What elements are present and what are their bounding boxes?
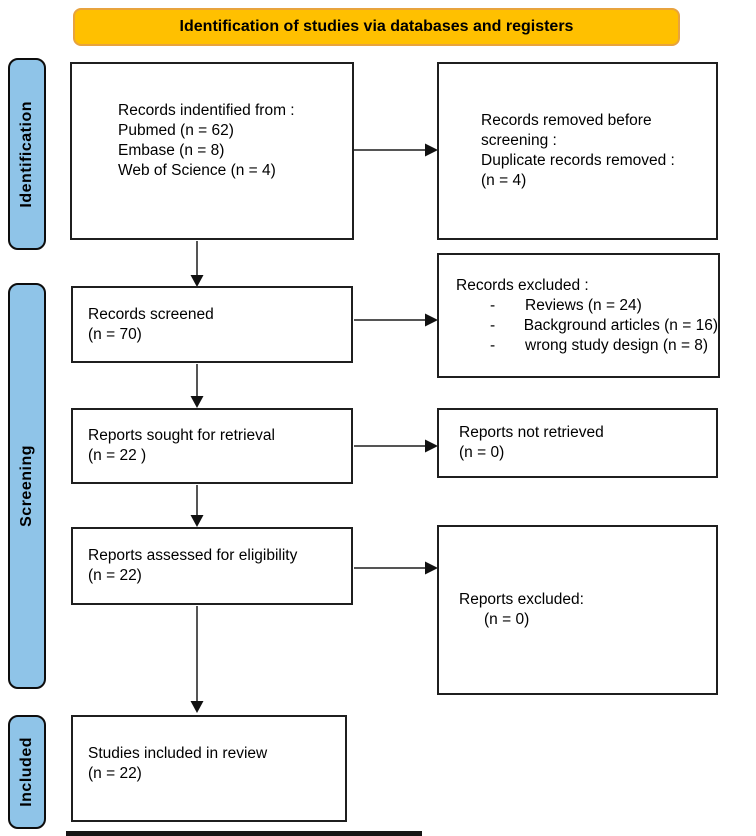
arrow-screened-to-excluded bbox=[354, 313, 438, 327]
arrow-sought-to-assessed bbox=[190, 485, 204, 527]
stage-tab-identification: Identification bbox=[8, 58, 46, 250]
bullet-dash: - bbox=[490, 336, 496, 354]
box-reports-assessed: Reports assessed for eligibility (n = 22… bbox=[71, 527, 353, 605]
box-line: Background articles (n = 16) bbox=[523, 316, 718, 334]
arrow-assessed-to-included bbox=[190, 606, 204, 713]
arrow-assessed-to-reports-excluded bbox=[354, 561, 438, 575]
box-line: screening : bbox=[481, 132, 557, 149]
excluded-item: - wrong study design (n = 8) bbox=[456, 336, 718, 356]
excluded-item: - Background articles (n = 16) bbox=[456, 316, 718, 336]
box-line: (n = 22 ) bbox=[88, 447, 147, 464]
arrow-sought-to-not-retrieved bbox=[354, 439, 438, 453]
box-line: (n = 0) bbox=[459, 444, 505, 461]
box-records-removed: Records removed before screening : Dupli… bbox=[437, 62, 718, 240]
box-line: (n = 22) bbox=[88, 567, 142, 584]
box-records-identified: Records indentified from : Pubmed (n = 6… bbox=[70, 62, 354, 240]
box-line: (n = 70) bbox=[88, 325, 142, 343]
box-reports-excluded: Reports excluded: (n = 0) bbox=[437, 525, 718, 695]
box-line: Records indentified from : bbox=[118, 102, 295, 119]
box-line: Studies included in review bbox=[88, 744, 268, 762]
box-line: Web of Science (n = 4) bbox=[118, 162, 276, 179]
box-line: wrong study design (n = 8) bbox=[525, 336, 709, 354]
arrow-identified-to-removed bbox=[354, 143, 438, 157]
stage-tab-screening: Screening bbox=[8, 283, 46, 689]
arrow-identified-to-screened bbox=[190, 241, 204, 287]
bullet-dash: - bbox=[490, 296, 496, 314]
banner-title: Identification of studies via databases … bbox=[73, 8, 680, 46]
box-line: Pubmed (n = 62) bbox=[118, 122, 234, 139]
box-line: Records excluded : bbox=[456, 276, 589, 294]
box-line: Records screened bbox=[88, 305, 214, 323]
box-reports-sought: Reports sought for retrieval (n = 22 ) bbox=[71, 408, 353, 484]
box-records-excluded: Records excluded : - Reviews (n = 24) - … bbox=[437, 253, 720, 378]
box-line: Duplicate records removed : bbox=[481, 152, 675, 169]
box-line: Reports sought for retrieval bbox=[88, 427, 275, 444]
stage-label-identification: Identification bbox=[18, 100, 35, 208]
stage-label-included: Included bbox=[18, 737, 35, 807]
excluded-item: - Reviews (n = 24) bbox=[456, 296, 718, 316]
stage-label-screening: Screening bbox=[18, 445, 35, 527]
box-line: Reports excluded: bbox=[459, 591, 584, 608]
cutoff-box-top-border bbox=[66, 831, 422, 836]
box-line: Records removed before bbox=[481, 112, 652, 129]
box-line: Embase (n = 8) bbox=[118, 142, 225, 159]
box-studies-included: Studies included in review (n = 22) bbox=[71, 715, 347, 822]
arrow-screened-to-sought bbox=[190, 364, 204, 408]
box-reports-not-retrieved: Reports not retrieved (n = 0) bbox=[437, 408, 718, 478]
bullet-dash: - bbox=[490, 316, 496, 334]
box-line: Reports not retrieved bbox=[459, 424, 604, 441]
box-line: (n = 22) bbox=[88, 764, 142, 782]
box-line: Reports assessed for eligibility bbox=[88, 547, 298, 564]
stage-tab-included: Included bbox=[8, 715, 46, 829]
box-line: (n = 0) bbox=[484, 611, 530, 628]
box-records-screened: Records screened (n = 70) bbox=[71, 286, 353, 363]
box-line: Reviews (n = 24) bbox=[525, 296, 642, 314]
box-line: (n = 4) bbox=[481, 172, 527, 189]
